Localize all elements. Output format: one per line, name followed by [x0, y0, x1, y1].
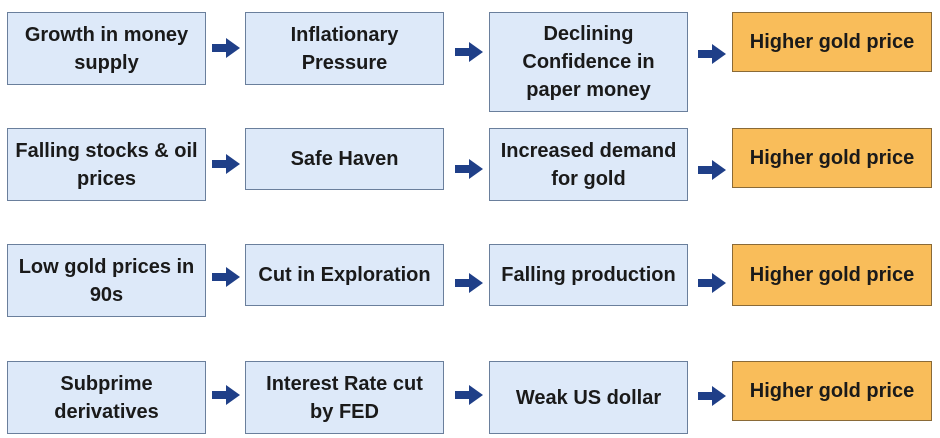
row4-result-label: Higher gold price: [749, 380, 915, 402]
row1-step3-box: Declining Confidence in paper money: [489, 12, 688, 112]
row3-arrow3-icon: [698, 273, 726, 293]
row2-step3-label: Increased demand for gold: [500, 139, 677, 190]
row1-result-label: Higher gold price: [749, 31, 915, 53]
row2-arrow2-icon: [455, 159, 483, 179]
row4-step2-label: Interest Rate cut by FED: [266, 372, 423, 423]
row3-step3-box: Falling production: [489, 244, 688, 306]
row1-step1-box: Growth in money supply: [7, 12, 206, 85]
row1-step3-label: Declining Confidence in paper money: [522, 23, 655, 101]
row4-arrow1-icon: [212, 385, 240, 405]
row1-step2-box: Inflationary Pressure: [245, 12, 444, 85]
row1-arrow1-icon: [212, 38, 240, 58]
row3-step3-label: Falling production: [501, 264, 676, 286]
row4-arrow2-icon: [455, 385, 483, 405]
row2-step3-box: Increased demand for gold: [489, 128, 688, 201]
row2-step1-box: Falling stocks & oil prices: [7, 128, 206, 201]
row1-result-box: Higher gold price: [732, 12, 932, 72]
row3-result-box: Higher gold price: [732, 244, 932, 306]
row2-arrow1-icon: [212, 154, 240, 174]
row2-step1-label: Falling stocks & oil prices: [15, 139, 198, 190]
row3-step2-label: Cut in Exploration: [258, 264, 431, 286]
row4-step2-box: Interest Rate cut by FED: [245, 361, 444, 434]
row3-step2-box: Cut in Exploration: [245, 244, 444, 306]
row4-step3-box: Weak US dollar: [489, 361, 688, 434]
row4-result-box: Higher gold price: [732, 361, 932, 421]
row1-step2-label: Inflationary Pressure: [290, 23, 399, 74]
row3-step1-box: Low gold prices in 90s: [7, 244, 206, 317]
row2-arrow3-icon: [698, 160, 726, 180]
row2-step2-box: Safe Haven: [245, 128, 444, 190]
row3-arrow2-icon: [455, 273, 483, 293]
row1-arrow2-icon: [455, 42, 483, 62]
row4-step1-box: Subprime derivatives: [7, 361, 206, 434]
row3-step1-label: Low gold prices in 90s: [18, 255, 195, 306]
row2-result-box: Higher gold price: [732, 128, 932, 188]
row2-step2-label: Safe Haven: [290, 148, 399, 170]
row4-step1-label: Subprime derivatives: [54, 372, 159, 423]
row1-arrow3-icon: [698, 44, 726, 64]
row1-step1-label: Growth in money supply: [24, 23, 189, 74]
row4-arrow3-icon: [698, 386, 726, 406]
row3-result-label: Higher gold price: [749, 264, 915, 286]
row2-result-label: Higher gold price: [749, 147, 915, 169]
row4-step3-label: Weak US dollar: [515, 386, 662, 409]
row3-arrow1-icon: [212, 267, 240, 287]
